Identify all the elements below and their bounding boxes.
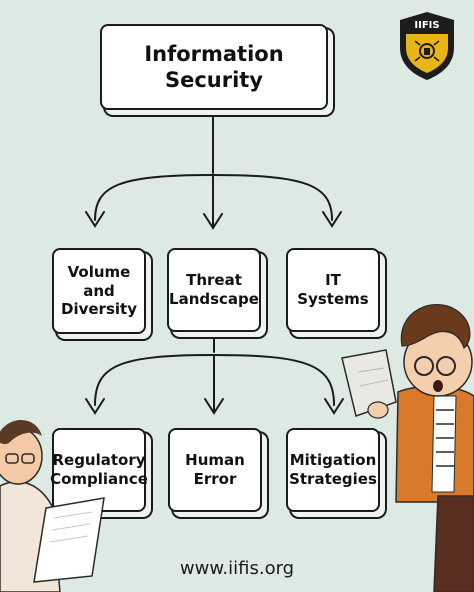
node-regulatory-compliance: Regulatory Compliance — [50, 428, 148, 512]
node-it-systems: IT Systems — [286, 248, 380, 332]
node-human-error: Human Error — [168, 428, 262, 512]
node-label: Regulatory Compliance — [50, 451, 148, 488]
node-label: Threat Landscape — [169, 271, 259, 308]
node-mitigation-strategies: Mitigation Strategies — [286, 428, 380, 512]
iifis-shield-logo: IIFIS — [400, 12, 454, 80]
footer-website-url[interactable]: www.iifis.org — [179, 558, 295, 579]
node-label: Volume and Diversity — [61, 262, 137, 319]
badge-text: IIFIS — [414, 20, 439, 31]
person-reading-illustration-left — [0, 420, 105, 592]
node-volume-and-diversity: Volume and Diversity — [52, 248, 146, 334]
root-node-label: Information Security — [144, 41, 284, 92]
person-holding-paper-illustration-right — [341, 304, 474, 592]
node-label: IT Systems — [297, 271, 369, 308]
node-label: Human Error — [185, 451, 245, 488]
node-label: Mitigation Strategies — [289, 451, 377, 488]
node-threat-landscape: Threat Landscape — [167, 248, 261, 332]
root-node-information-security: Information Security — [100, 24, 328, 110]
